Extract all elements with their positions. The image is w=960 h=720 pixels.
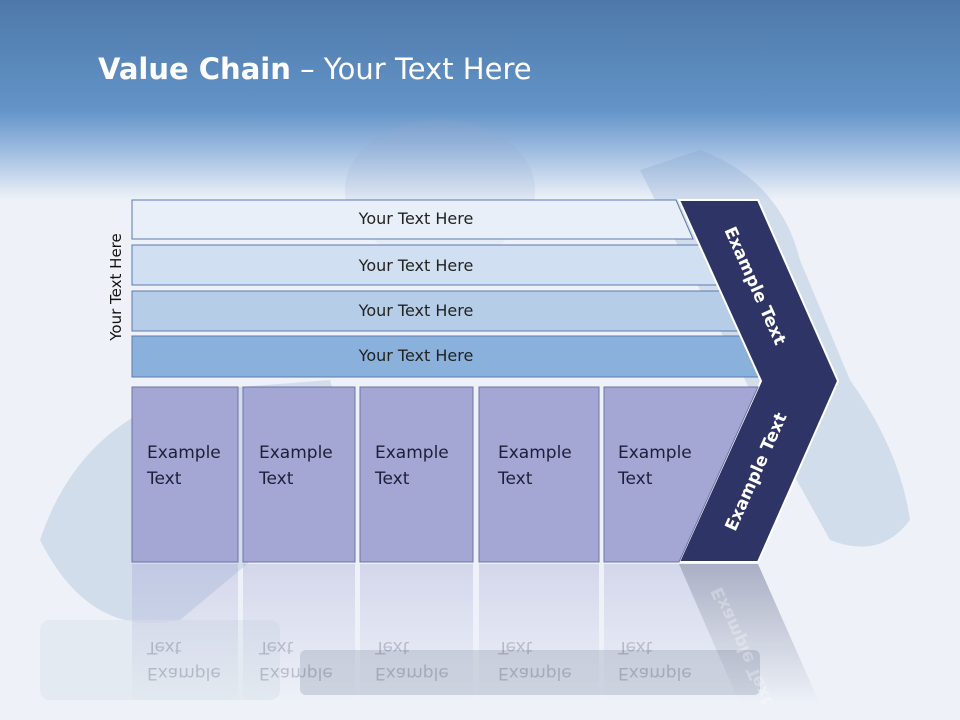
cell-4-reflection: Example Text [498, 637, 572, 683]
cell-box-4 [478, 386, 600, 563]
cell-4-label: Example Text [498, 443, 572, 489]
cell-box-1 [131, 386, 239, 563]
bar-1 [131, 199, 694, 240]
bar-2-label: Your Text Here [358, 256, 474, 275]
cell-3-reflection: Example Text [375, 637, 449, 683]
side-label-text: Your Text Here [107, 233, 125, 341]
chevron-arrow [677, 199, 840, 563]
cell-3-label: Example Text [375, 443, 449, 489]
bar-4-label: Your Text Here [358, 346, 474, 365]
cell-2-label: Example Text [259, 443, 333, 489]
cell-2-reflection: Example Text [259, 637, 333, 683]
cell-box-5 [603, 386, 759, 563]
cell-box-3 [359, 386, 474, 563]
reflection [132, 564, 820, 704]
cell-1-label: Example Text [147, 443, 221, 489]
cell-5-reflection: Example Text [618, 637, 692, 683]
title-bold: Value Chain [98, 52, 291, 86]
slide-title: Value Chain – Your Text Here [98, 52, 532, 86]
title-rest: – Your Text Here [290, 52, 532, 86]
cell-1-reflection: Example Text [147, 637, 221, 683]
cell-5-label: Example Text [618, 443, 692, 489]
bar-3-label: Your Text Here [358, 301, 474, 320]
bar-1-label: Your Text Here [358, 209, 474, 228]
cell-box-2 [242, 386, 356, 563]
